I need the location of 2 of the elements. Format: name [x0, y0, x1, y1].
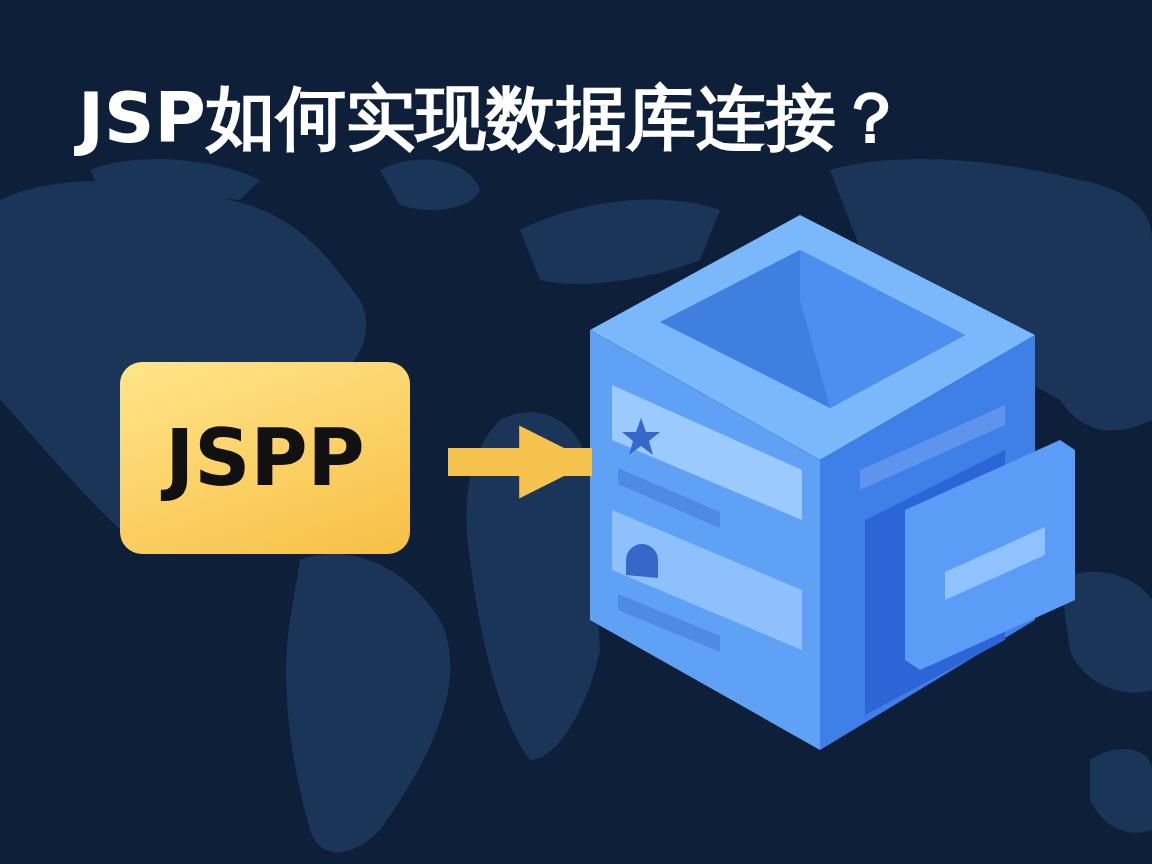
label-box: JSPP: [120, 362, 410, 554]
arrow: [448, 425, 592, 499]
